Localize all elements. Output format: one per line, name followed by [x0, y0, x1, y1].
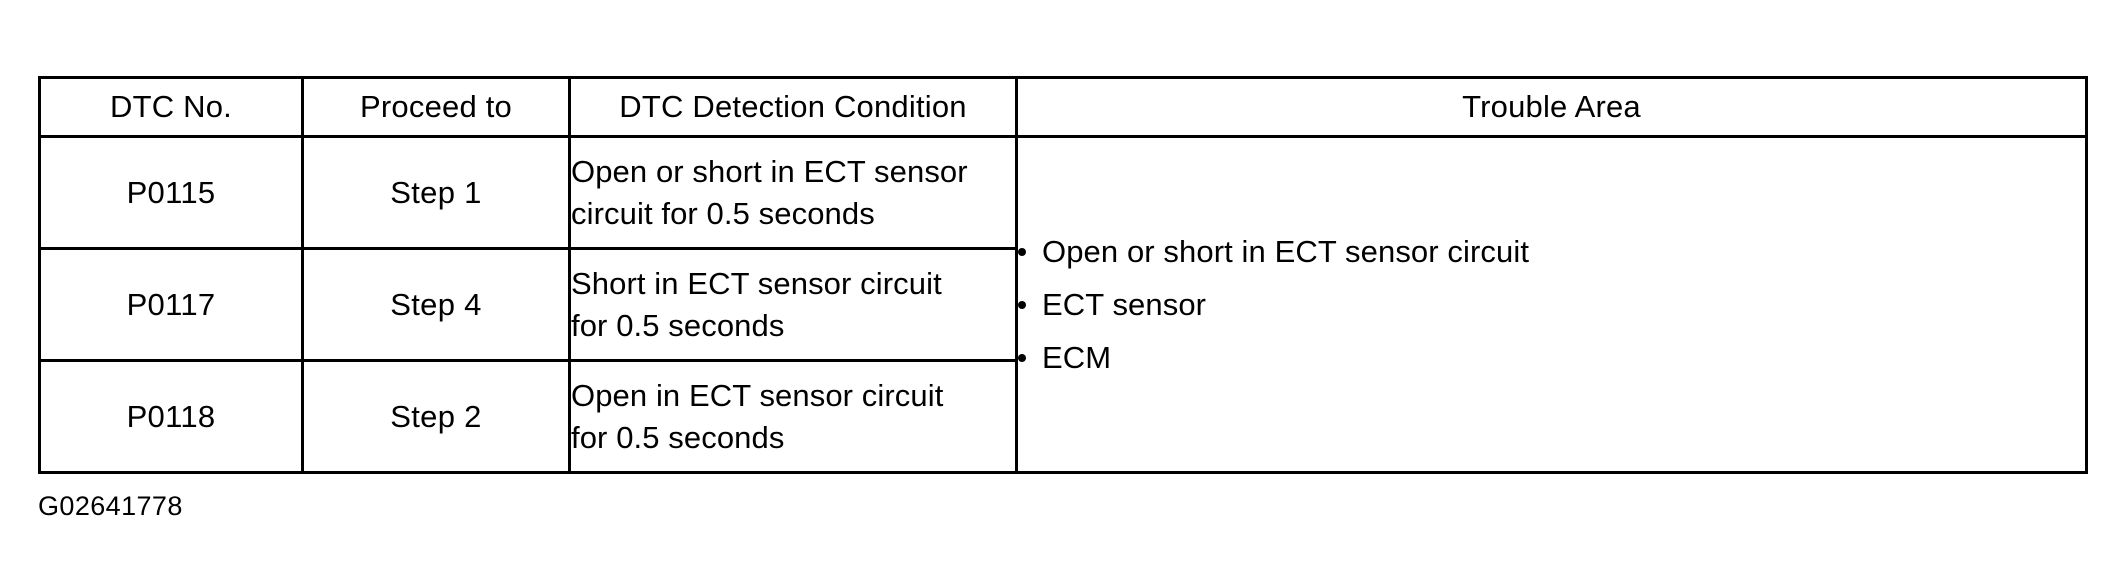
bullet-icon [1018, 353, 1026, 362]
trouble-area-list: Open or short in ECT sensor circuit ECT … [1018, 236, 2085, 373]
cell-proceed-to: Step 4 [301, 247, 571, 362]
column-header-dtc-no: DTC No. [38, 76, 304, 138]
table-row: P0115 Step 1 Open or short in ECT sensor… [38, 135, 2088, 474]
condition-line: Short in ECT sensor circuit [571, 265, 942, 301]
cell-detection-condition: Open or short in ECT sensor circuit for … [568, 135, 1018, 250]
trouble-area-item-label: ECM [1042, 340, 1112, 375]
condition-line: for 0.5 seconds [571, 419, 785, 455]
condition-line: circuit for 0.5 seconds [571, 195, 875, 231]
cell-dtc-no: P0115 [38, 135, 304, 250]
column-header-trouble-area: Trouble Area [1015, 76, 2088, 138]
cell-detection-condition: Short in ECT sensor circuit for 0.5 seco… [568, 247, 1018, 362]
figure-code-label: G02641778 [38, 491, 183, 521]
dtc-table: DTC No. Proceed to DTC Detection Conditi… [38, 76, 2088, 474]
cell-detection-condition: Open in ECT sensor circuit for 0.5 secon… [568, 359, 1018, 474]
list-item: ECT sensor [1018, 289, 2085, 320]
column-header-proceed-to: Proceed to [301, 76, 571, 138]
cell-trouble-area: Open or short in ECT sensor circuit ECT … [1015, 135, 2088, 474]
table-header-row: DTC No. Proceed to DTC Detection Conditi… [38, 76, 2088, 138]
cell-proceed-to: Step 2 [301, 359, 571, 474]
trouble-area-item-label: Open or short in ECT sensor circuit [1042, 234, 1530, 269]
list-item: Open or short in ECT sensor circuit [1018, 236, 2085, 267]
table-row: P0118 Step 2 Open in ECT sensor circuit … [38, 359, 2087, 474]
bullet-icon [1018, 300, 1026, 309]
bullet-icon [1018, 247, 1026, 256]
condition-line: Open or short in ECT sensor [571, 153, 968, 189]
column-header-detection-condition: DTC Detection Condition [568, 76, 1018, 138]
list-item: ECM [1018, 342, 2085, 373]
condition-line: for 0.5 seconds [571, 307, 785, 343]
cell-proceed-to: Step 1 [301, 135, 571, 250]
condition-line: Open in ECT sensor circuit [571, 377, 944, 413]
cell-dtc-no: P0117 [38, 247, 304, 362]
trouble-area-item-label: ECT sensor [1042, 287, 1207, 322]
cell-dtc-no: P0118 [38, 359, 304, 474]
table-row: P0117 Step 4 Short in ECT sensor circuit… [38, 247, 2087, 362]
